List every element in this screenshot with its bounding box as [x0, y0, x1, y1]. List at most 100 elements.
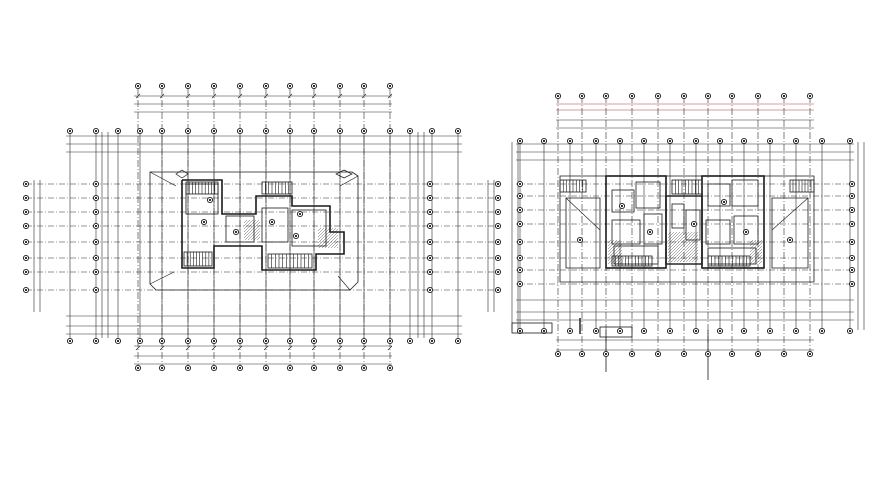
axis-bubble-left-dot — [24, 196, 28, 200]
axis-bubble-lower-dot — [742, 329, 746, 333]
axis-bubble-upper-dot — [794, 139, 798, 143]
fixture-marker-dot — [788, 238, 792, 242]
tick — [337, 93, 343, 99]
tick — [237, 93, 243, 99]
left-floor-plan — [22, 82, 502, 372]
wall-hatch — [607, 246, 623, 262]
roof-hip-line — [771, 197, 809, 231]
axis-bubble-top-dot — [362, 84, 366, 88]
wall-hatch — [752, 254, 763, 265]
axis-bubble-lower-dot — [518, 329, 522, 333]
wall-hatch — [688, 252, 699, 263]
stair-center — [671, 179, 703, 195]
axis-bubble-left-dot — [24, 256, 28, 260]
axis-bubble-upper-dot — [338, 129, 342, 133]
axis-bubble-left-dot — [518, 182, 522, 186]
axis-bubble-bottom-dot — [630, 352, 634, 356]
wall-hatch — [607, 249, 623, 265]
legend-box — [599, 326, 633, 338]
axis-bubble-bottom-dot — [136, 366, 140, 370]
wall-hatch — [607, 239, 621, 253]
wall-hatch — [749, 239, 760, 250]
axis-bubble-upper-dot — [594, 139, 598, 143]
axis-bubble-left-inner-dot — [94, 182, 98, 186]
axis-bubble-upper-dot — [668, 139, 672, 143]
tick — [361, 345, 367, 351]
axis-bubble-right-inner-dot — [428, 224, 432, 228]
axis-bubble-left-dot — [24, 240, 28, 244]
axis-bubble-upper-dot — [186, 129, 190, 133]
wall-hatch — [607, 239, 615, 247]
tick — [211, 345, 217, 351]
wall-hatch — [749, 242, 763, 256]
axis-bubble-right-dot — [850, 222, 854, 226]
axis-bubble-lower-dot — [116, 339, 120, 343]
tick — [159, 93, 165, 99]
axis-bubble-top-dot — [136, 84, 140, 88]
axis-bubble-upper-dot — [264, 129, 268, 133]
roof-hip-line — [339, 175, 359, 187]
axis-bubble-lower-dot — [642, 329, 646, 333]
axis-bubble-lower-dot — [430, 339, 434, 343]
axis-bubble-top-dot — [312, 84, 316, 88]
axis-bubble-upper-dot — [430, 129, 434, 133]
wall-hatch — [607, 243, 623, 259]
axis-bubble-lower-dot — [362, 339, 366, 343]
axis-bubble-bottom-dot — [556, 352, 560, 356]
axis-bubble-right-dot — [496, 182, 500, 186]
axis-bubble-upper-dot — [618, 139, 622, 143]
fixture-marker-dot — [722, 200, 726, 204]
wall-hatch — [256, 236, 261, 241]
axis-bubble-left-inner-dot — [94, 224, 98, 228]
axis-bubble-top-dot — [730, 94, 734, 98]
wall-hatch — [243, 219, 260, 236]
axis-bubble-right-inner-dot — [428, 210, 432, 214]
axis-bubble-right-dot — [496, 270, 500, 274]
axis-bubble-top-dot — [264, 84, 268, 88]
axis-bubble-upper-dot — [94, 129, 98, 133]
axis-bubble-upper-dot — [694, 139, 698, 143]
wall-hatch — [607, 240, 623, 256]
wall-hatch — [317, 227, 322, 232]
axis-bubble-upper-dot — [138, 129, 142, 133]
axis-bubble-top-dot — [388, 84, 392, 88]
interior-room — [613, 245, 659, 265]
axis-bubble-lower-dot — [238, 339, 242, 343]
roof-hip-line — [149, 271, 175, 285]
axis-bubble-bottom-dot — [160, 366, 164, 370]
fixture-marker-dot — [648, 230, 652, 234]
axis-bubble-left-inner-dot — [94, 240, 98, 244]
wall-hatch — [667, 231, 675, 239]
axis-bubble-top-dot — [556, 94, 560, 98]
tick — [311, 345, 317, 351]
wall-hatch — [317, 227, 328, 238]
wall-hatch — [670, 234, 699, 263]
tick — [185, 345, 191, 351]
axis-bubble-right-dot — [496, 256, 500, 260]
wall-hatch — [749, 239, 757, 247]
tick — [311, 93, 317, 99]
shared-core — [665, 195, 703, 265]
wall-hatch — [749, 248, 763, 262]
axis-bubble-right-inner-dot — [428, 182, 432, 186]
wall-hatch — [667, 231, 690, 254]
axis-bubble-lower-dot — [820, 329, 824, 333]
axis-bubble-right-inner-dot — [428, 240, 432, 244]
wall-hatch — [317, 227, 325, 235]
fixture-marker-dot — [620, 204, 624, 208]
axis-bubble-lower-dot — [768, 329, 772, 333]
interior-room — [611, 189, 635, 213]
axis-bubble-bottom-dot — [186, 366, 190, 370]
wall-hatch — [317, 227, 337, 247]
axis-bubble-upper-dot — [768, 139, 772, 143]
axis-bubble-lower-dot — [212, 339, 216, 343]
axis-bubble-lower-dot — [338, 339, 342, 343]
tick — [263, 93, 269, 99]
axis-bubble-upper-dot — [742, 139, 746, 143]
axis-bubble-right-inner-dot — [428, 288, 432, 292]
exterior-wall — [181, 179, 345, 271]
wall-hatch — [755, 257, 763, 265]
fixture-marker-dot — [692, 222, 696, 226]
axis-bubble-upper-dot — [238, 129, 242, 133]
axis-bubble-lower-dot — [794, 329, 798, 333]
